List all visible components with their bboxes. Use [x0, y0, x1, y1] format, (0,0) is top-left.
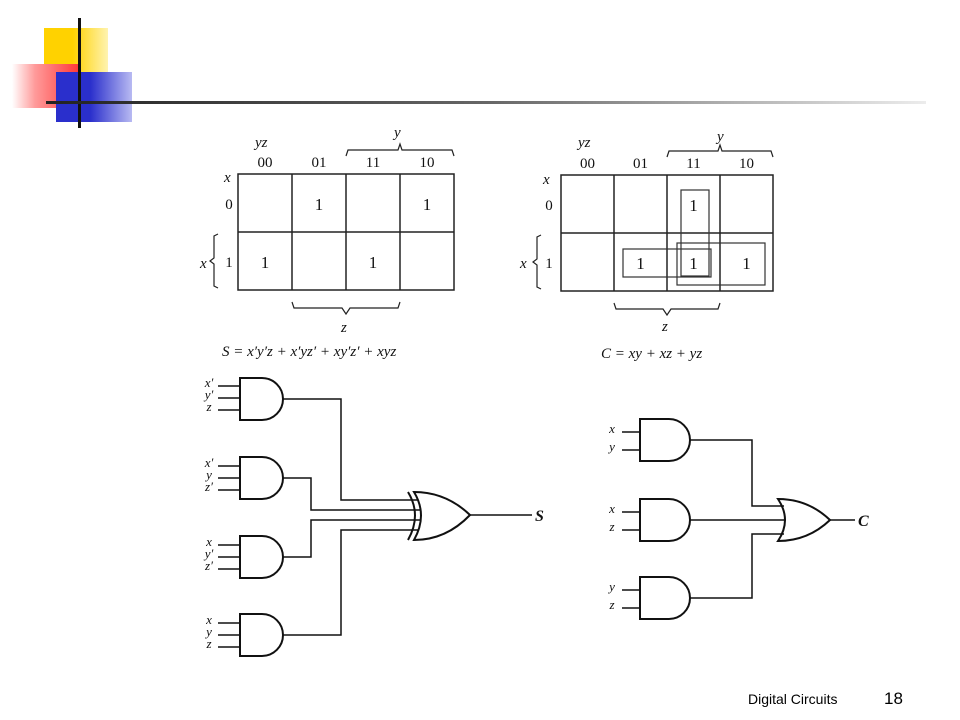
circuit-s-input-labels: x′y′zx′yz′xy′z′xyz	[203, 375, 214, 651]
circuit-c-input-label: x	[608, 501, 615, 516]
circuit-c-input-label: z	[608, 597, 614, 612]
kmap-s: yz y x x z S = x′y′z + x′yz′ + xy′z′ + x…	[199, 125, 455, 360]
kmap-s-equation: S = x′y′z + x′yz′ + xy′z′ + xyz	[222, 344, 396, 360]
kmap-c-z-brace	[613, 302, 721, 317]
kmap-s-cell: 1	[315, 195, 324, 214]
circuit-c-or-gate	[776, 497, 832, 543]
circuit-s-input-label: y′	[203, 387, 214, 402]
kmap-s-col-header: 01	[312, 155, 327, 171]
circuit-s-and-gate-4	[239, 613, 284, 657]
circuit-s-and-gate-2	[239, 456, 284, 500]
kmap-c-grid	[560, 174, 774, 292]
circuit-s-input-label: x	[205, 612, 212, 627]
circuit-s-input-label: x′	[204, 375, 214, 390]
circuit-s-input-label: y	[204, 624, 212, 639]
kmap-c-cell: 1	[636, 254, 645, 273]
circuit-c-input-label: y	[607, 579, 615, 594]
circuit-c-and-gate-2	[639, 498, 691, 542]
kmap-s-z-label: z	[340, 320, 347, 336]
kmap-c-row-header: 0	[545, 198, 553, 214]
kmap-c-group-yz	[680, 189, 710, 277]
circuit-c	[622, 418, 855, 620]
circuit-s-input-wires	[218, 385, 240, 648]
circuit-c-input-label: x	[608, 421, 615, 436]
circuit-s-and-gate-3	[239, 535, 284, 579]
circuit-s-input-label: x′	[204, 455, 214, 470]
kmap-c-cell: 1	[689, 196, 698, 215]
kmap-c-equation: C = xy + xz + yz	[601, 346, 702, 362]
kmap-s-cell: 1	[369, 253, 378, 272]
kmap-s-cell-values: 1 1 1 1	[261, 195, 432, 272]
kmap-s-col-header: 00	[258, 155, 273, 171]
circuit-c-and-gate-1	[639, 418, 691, 462]
circuit-c-wires	[690, 439, 855, 599]
kmap-s-col-header: 11	[366, 155, 380, 171]
circuit-s-input-label: z′	[204, 558, 213, 573]
kmap-c-x-label-top: x	[542, 172, 550, 188]
kmap-c-cell-values: 1 1 1 1	[636, 196, 751, 273]
kmap-c-y-brace	[666, 143, 774, 158]
kmap-s-y-brace	[345, 142, 455, 157]
circuit-s-input-label: y′	[203, 546, 214, 561]
kmap-s-yz-label: yz	[253, 135, 268, 151]
kmap-s-x-label: x	[199, 256, 207, 272]
circuit-s-input-label: y	[204, 467, 212, 482]
kmap-c-y-label: y	[715, 129, 724, 145]
kmap-c-groupings	[622, 189, 766, 286]
horizontal-rule	[46, 101, 926, 104]
circuit-s-input-label: x	[205, 534, 212, 549]
circuit-s-and-gate-1	[239, 377, 284, 421]
kmap-c-col-header: 00	[580, 156, 595, 172]
circuit-s	[218, 377, 532, 657]
circuit-s-or-gate	[412, 490, 472, 542]
circuit-s-input-label: z	[205, 399, 211, 414]
kmap-s-cell: 1	[261, 253, 270, 272]
circuit-s-input-label: z′	[204, 479, 213, 494]
kmap-s-col-header: 10	[420, 155, 435, 171]
circuit-c-output-label: C	[858, 513, 869, 530]
footer-title: Digital Circuits	[748, 691, 838, 707]
kmap-c-group-xz	[622, 248, 712, 278]
kmap-s-grid	[237, 173, 455, 291]
kmap-c-col-header: 01	[633, 156, 648, 172]
circuit-c-and-gate-3	[639, 576, 691, 620]
kmap-c-col-header: 11	[686, 156, 700, 172]
page-number: 18	[884, 689, 903, 708]
kmap-c-row-header: 1	[545, 256, 553, 272]
kmap-c-x-label: x	[519, 256, 527, 272]
kmap-s-row-header: 0	[225, 197, 233, 213]
kmap-c-group-xy	[676, 242, 766, 286]
circuit-c-input-wires	[622, 431, 640, 609]
kmap-c-col-header: 10	[739, 156, 754, 172]
kmap-s-cell: 1	[423, 195, 432, 214]
kmap-s-y-label: y	[392, 125, 401, 141]
kmap-s-x-brace	[209, 233, 219, 289]
kmap-c-z-label: z	[661, 319, 668, 335]
circuit-s-wires	[283, 398, 532, 636]
kmap-c-yz-label: yz	[576, 135, 591, 151]
kmap-c-x-brace	[532, 234, 542, 290]
blue-square	[56, 72, 132, 122]
circuit-c-input-label: y	[607, 439, 615, 454]
kmap-s-x-label-top: x	[223, 170, 231, 186]
kmap-s-z-brace	[291, 301, 401, 316]
kmap-c: yz y x x z C = xy + xz + yz	[519, 129, 774, 362]
circuit-s-input-label: z	[205, 636, 211, 651]
circuit-s-output-label: S	[535, 508, 544, 525]
circuit-s-or-gate-back-curve	[407, 491, 416, 541]
kmap-c-cell: 1	[689, 254, 698, 273]
circuit-c-input-label: z	[608, 519, 614, 534]
kmap-s-row-header: 1	[225, 255, 233, 271]
kmap-c-cell: 1	[742, 254, 751, 273]
vertical-rule	[78, 18, 81, 128]
